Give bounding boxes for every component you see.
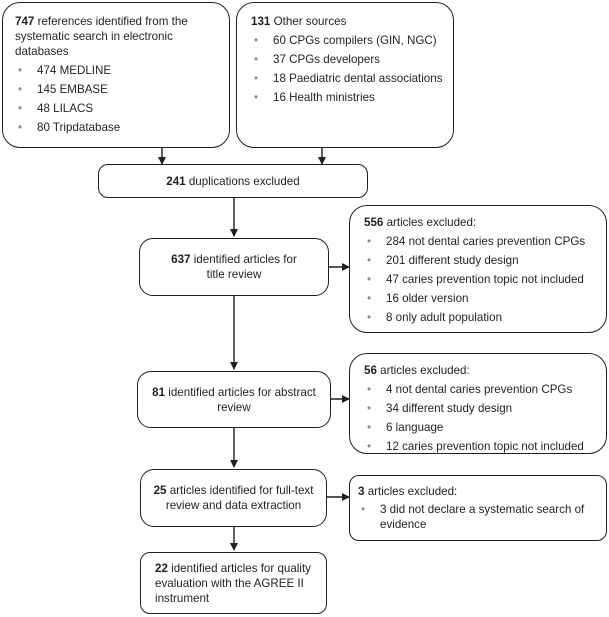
other-sources-count: 131 [251,15,271,28]
list-item: 16 Health ministries [251,90,447,105]
list-item: 80 Tripdatabase [15,120,223,135]
title-review-label: 637 identified articles for title review [162,252,306,282]
fulltext-excluded-text: articles excluded: [367,485,458,498]
list-item: 48 LILACS [15,101,223,116]
list-item: 4 not dental caries prevention CPGs [364,382,602,397]
database-search-text: references identified from the systemati… [15,15,188,58]
abstract-excluded-text: articles excluded: [380,364,470,377]
abstract-review-box: 81 identified articles for abstract revi… [137,371,331,428]
list-item: 474 MEDLINE [15,63,223,78]
list-item: 201 different study design [364,253,602,268]
title-review-text: identified articles for title review [193,253,297,281]
title-review-count: 637 [171,253,191,266]
abstract-excluded-box: 56 articles excluded: 4 not dental carie… [349,353,607,454]
title-excluded-list: 284 not dental caries prevention CPGs 20… [364,234,602,325]
list-item: 37 CPGs developers [251,52,447,67]
final-text: identified articles for quality evaluati… [155,561,311,605]
other-sources-text: Other sources [273,15,347,28]
duplicates-text: duplications excluded [188,174,300,188]
fulltext-excluded-heading: 3 articles excluded: [358,484,602,499]
list-item: 8 only adult population [364,310,602,325]
list-item: 47 caries prevention topic not included [364,272,602,287]
other-sources-box: 131 Other sources 60 CPGs compilers (GIN… [236,2,454,148]
fulltext-review-label: 25 articles identified for full-text rev… [151,483,316,513]
list-item: 60 CPGs compilers (GIN, NGC) [251,33,447,48]
abstract-review-count: 81 [152,385,166,399]
fulltext-review-box: 25 articles identified for full-text rev… [140,469,327,527]
fulltext-review-text: articles identified for full-text review… [165,484,314,512]
final-label: 22 identified articles for quality evalu… [155,561,318,606]
list-item: 145 EMBASE [15,82,223,97]
database-search-heading: 747 references identified from the syste… [15,14,223,59]
list-item: 284 not dental caries prevention CPGs [364,234,602,249]
abstract-excluded-list: 4 not dental caries prevention CPGs 34 d… [364,382,602,454]
fulltext-review-count: 25 [153,484,167,497]
other-sources-heading: 131 Other sources [251,14,447,29]
database-search-list: 474 MEDLINE 145 EMBASE 48 LILACS 80 Trip… [15,63,223,135]
other-sources-list: 60 CPGs compilers (GIN, NGC) 37 CPGs dev… [251,33,447,105]
database-search-box: 747 references identified from the syste… [2,2,230,148]
abstract-review-label: 81 identified articles for abstract revi… [146,385,322,415]
fulltext-excluded-box: 3 articles excluded: 3 did not declare a… [349,475,607,541]
title-excluded-text: articles excluded: [386,216,477,229]
title-excluded-count: 556 [364,216,384,229]
title-review-box: 637 identified articles for title review [139,238,329,296]
final-count: 22 [155,561,168,575]
abstract-excluded-count: 56 [364,364,377,377]
duplicates-box: 241 duplications excluded [98,164,368,198]
duplicates-label: 241 duplications excluded [166,174,299,189]
title-excluded-box: 556 articles excluded: 284 not dental ca… [349,205,607,333]
abstract-review-text: identified articles for abstract review [168,385,316,414]
fulltext-excluded-list: 3 did not declare a systematic search of… [358,502,602,532]
title-excluded-heading: 556 articles excluded: [364,215,602,230]
list-item: 34 different study design [364,401,602,416]
list-item: 6 language [364,420,602,435]
fulltext-excluded-count: 3 [358,485,365,498]
list-item: 3 did not declare a systematic search of… [358,502,602,532]
duplicates-count: 241 [166,174,186,188]
list-item: 12 caries prevention topic not included [364,439,602,454]
abstract-excluded-heading: 56 articles excluded: [364,363,602,378]
database-search-count: 747 [15,15,35,28]
final-box: 22 identified articles for quality evalu… [140,552,327,614]
list-item: 16 older version [364,291,602,306]
list-item: 18 Paediatric dental associations [251,71,447,86]
